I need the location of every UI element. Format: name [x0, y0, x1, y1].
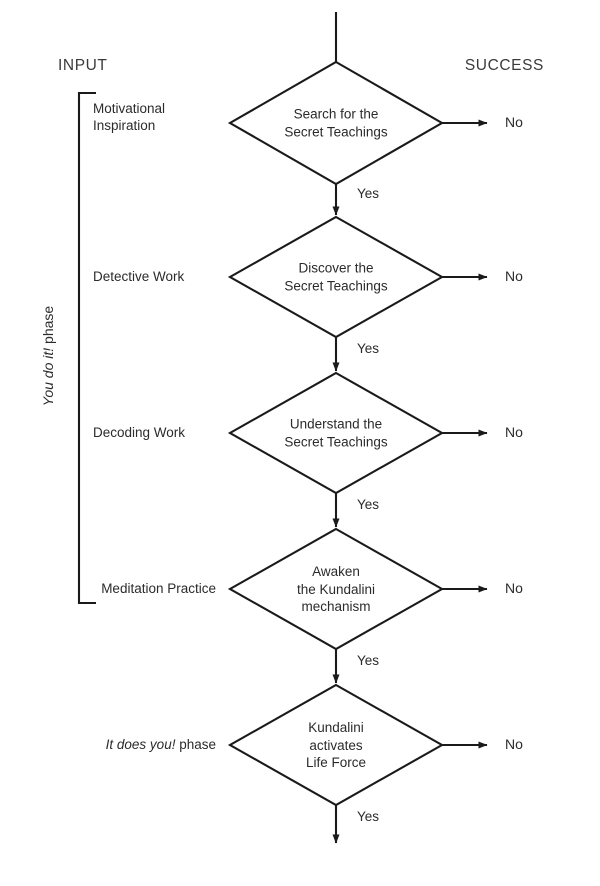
header-success: SUCCESS — [464, 57, 544, 74]
node-text-search: Search for the Secret Teachings — [284, 106, 388, 140]
header-input: INPUT — [58, 57, 108, 74]
phase-label-you-do-it-rest: phase — [40, 305, 56, 348]
stage-label-meditation-practice: Meditation Practice — [101, 581, 216, 596]
branch-label-no-discover: No — [505, 268, 523, 284]
branch-label-yes-understand: Yes — [357, 497, 380, 512]
branch-label-yes-awaken: Yes — [357, 653, 380, 668]
branch-label-no-search: No — [505, 114, 523, 130]
phase-label-you-do-it-emphasis: You do it! — [40, 347, 56, 407]
branch-label-yes-search: Yes — [357, 186, 380, 201]
node-text-discover: Discover the Secret Teachings — [284, 260, 388, 294]
branch-label-no-activates: No — [505, 736, 523, 752]
stage-label-detective-work: Detective Work — [93, 269, 185, 284]
phase-bracket — [77, 91, 96, 605]
phase-label-it-does-you-emphasis: It does you! — [105, 737, 176, 752]
node-text-activates: Kundalini activates Life Force — [305, 719, 367, 770]
branch-label-no-awaken: No — [505, 580, 523, 596]
phase-label-it-does-you: It does you! phase — [60, 736, 216, 753]
phase-label-you-do-it: You do it! phase — [40, 281, 56, 431]
stage-label-decoding-work: Decoding Work — [93, 425, 186, 440]
branch-label-no-understand: No — [505, 424, 523, 440]
branch-label-yes-activates: Yes — [357, 809, 380, 824]
stage-label-motivational-inspiration: Motivational Inspiration — [93, 101, 166, 133]
branch-label-yes-discover: Yes — [357, 341, 380, 356]
phase-label-it-does-you-rest: phase — [175, 737, 216, 752]
node-text-understand: Understand the Secret Teachings — [284, 416, 388, 450]
node-text-awaken: Awaken the Kundalini mechanism — [296, 563, 376, 614]
